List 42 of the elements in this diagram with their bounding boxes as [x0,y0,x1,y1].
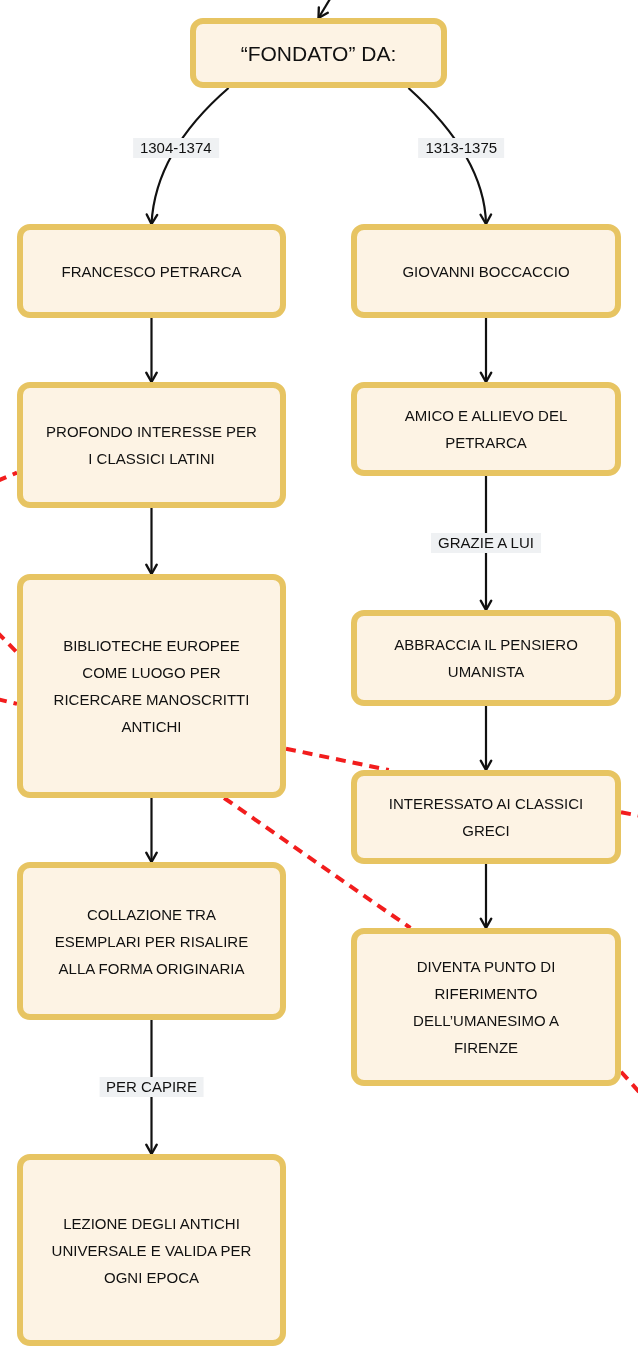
process-box [351,224,621,318]
dashed-connector [0,697,18,706]
arrow [479,706,493,772]
process-box [351,770,621,864]
arrow [479,476,493,612]
node-label: ABBRACCIA IL PENSIERO UMANISTA [393,635,579,682]
process-box [17,862,286,1020]
node-label: AMICO E ALLIEVO DEL PETRARCA [403,406,569,453]
process-box [190,18,447,88]
node-label: “FONDATO” DA: [240,40,397,67]
arrow [479,864,493,930]
node-label: LEZIONE DEGLI ANTICHI UNIVERSALE E VALIDA PER OGNI EPOCA [50,1213,253,1288]
node-label: FRANCESCO PETRARCA [61,261,242,282]
arrow [145,798,158,864]
dashed-connector [223,796,412,930]
edge-label: GRAZIE A LUI [431,533,541,553]
arrow [145,1020,158,1156]
node-label: GIOVANNI BOCCACCIO [402,261,570,282]
process-box [351,382,621,476]
arrow [479,318,493,384]
process-box [351,610,621,706]
dashed-connector [285,746,390,772]
dashed-connector [0,630,19,654]
node-label: INTERESSATO AI CLASSICI GRECI [387,794,585,841]
process-box [17,382,286,508]
edge-label: PER CAPIRE [99,1077,204,1097]
edge-label: 1313-1375 [418,138,505,159]
node-label: DIVENTA PUNTO DI RIFERIMENTO DELL’UMANESIMO A FIRENZE [412,957,560,1058]
process-box [351,928,621,1086]
node-label: BIBLIOTECHE EUROPEE COME LUOGO PER RICERCARE MANOSCRITTI ANTICHI [52,636,251,737]
arrow [145,508,158,576]
edge-label: 1304-1374 [132,138,219,159]
dashed-connector [0,470,18,483]
process-box [17,1154,286,1346]
arrow [145,318,158,384]
node-label: COLLAZIONE TRA ESEMPLARI PER RISALIRE ALLA FORMA ORIGINARIA [53,904,250,979]
process-box [17,224,286,318]
process-box [17,574,286,798]
node-label: PROFONDO INTERESSE PER I CLASSICI LATINI [45,422,258,469]
dashed-connector [620,810,638,818]
arrow [145,87,230,226]
dashed-connector [619,1070,638,1096]
